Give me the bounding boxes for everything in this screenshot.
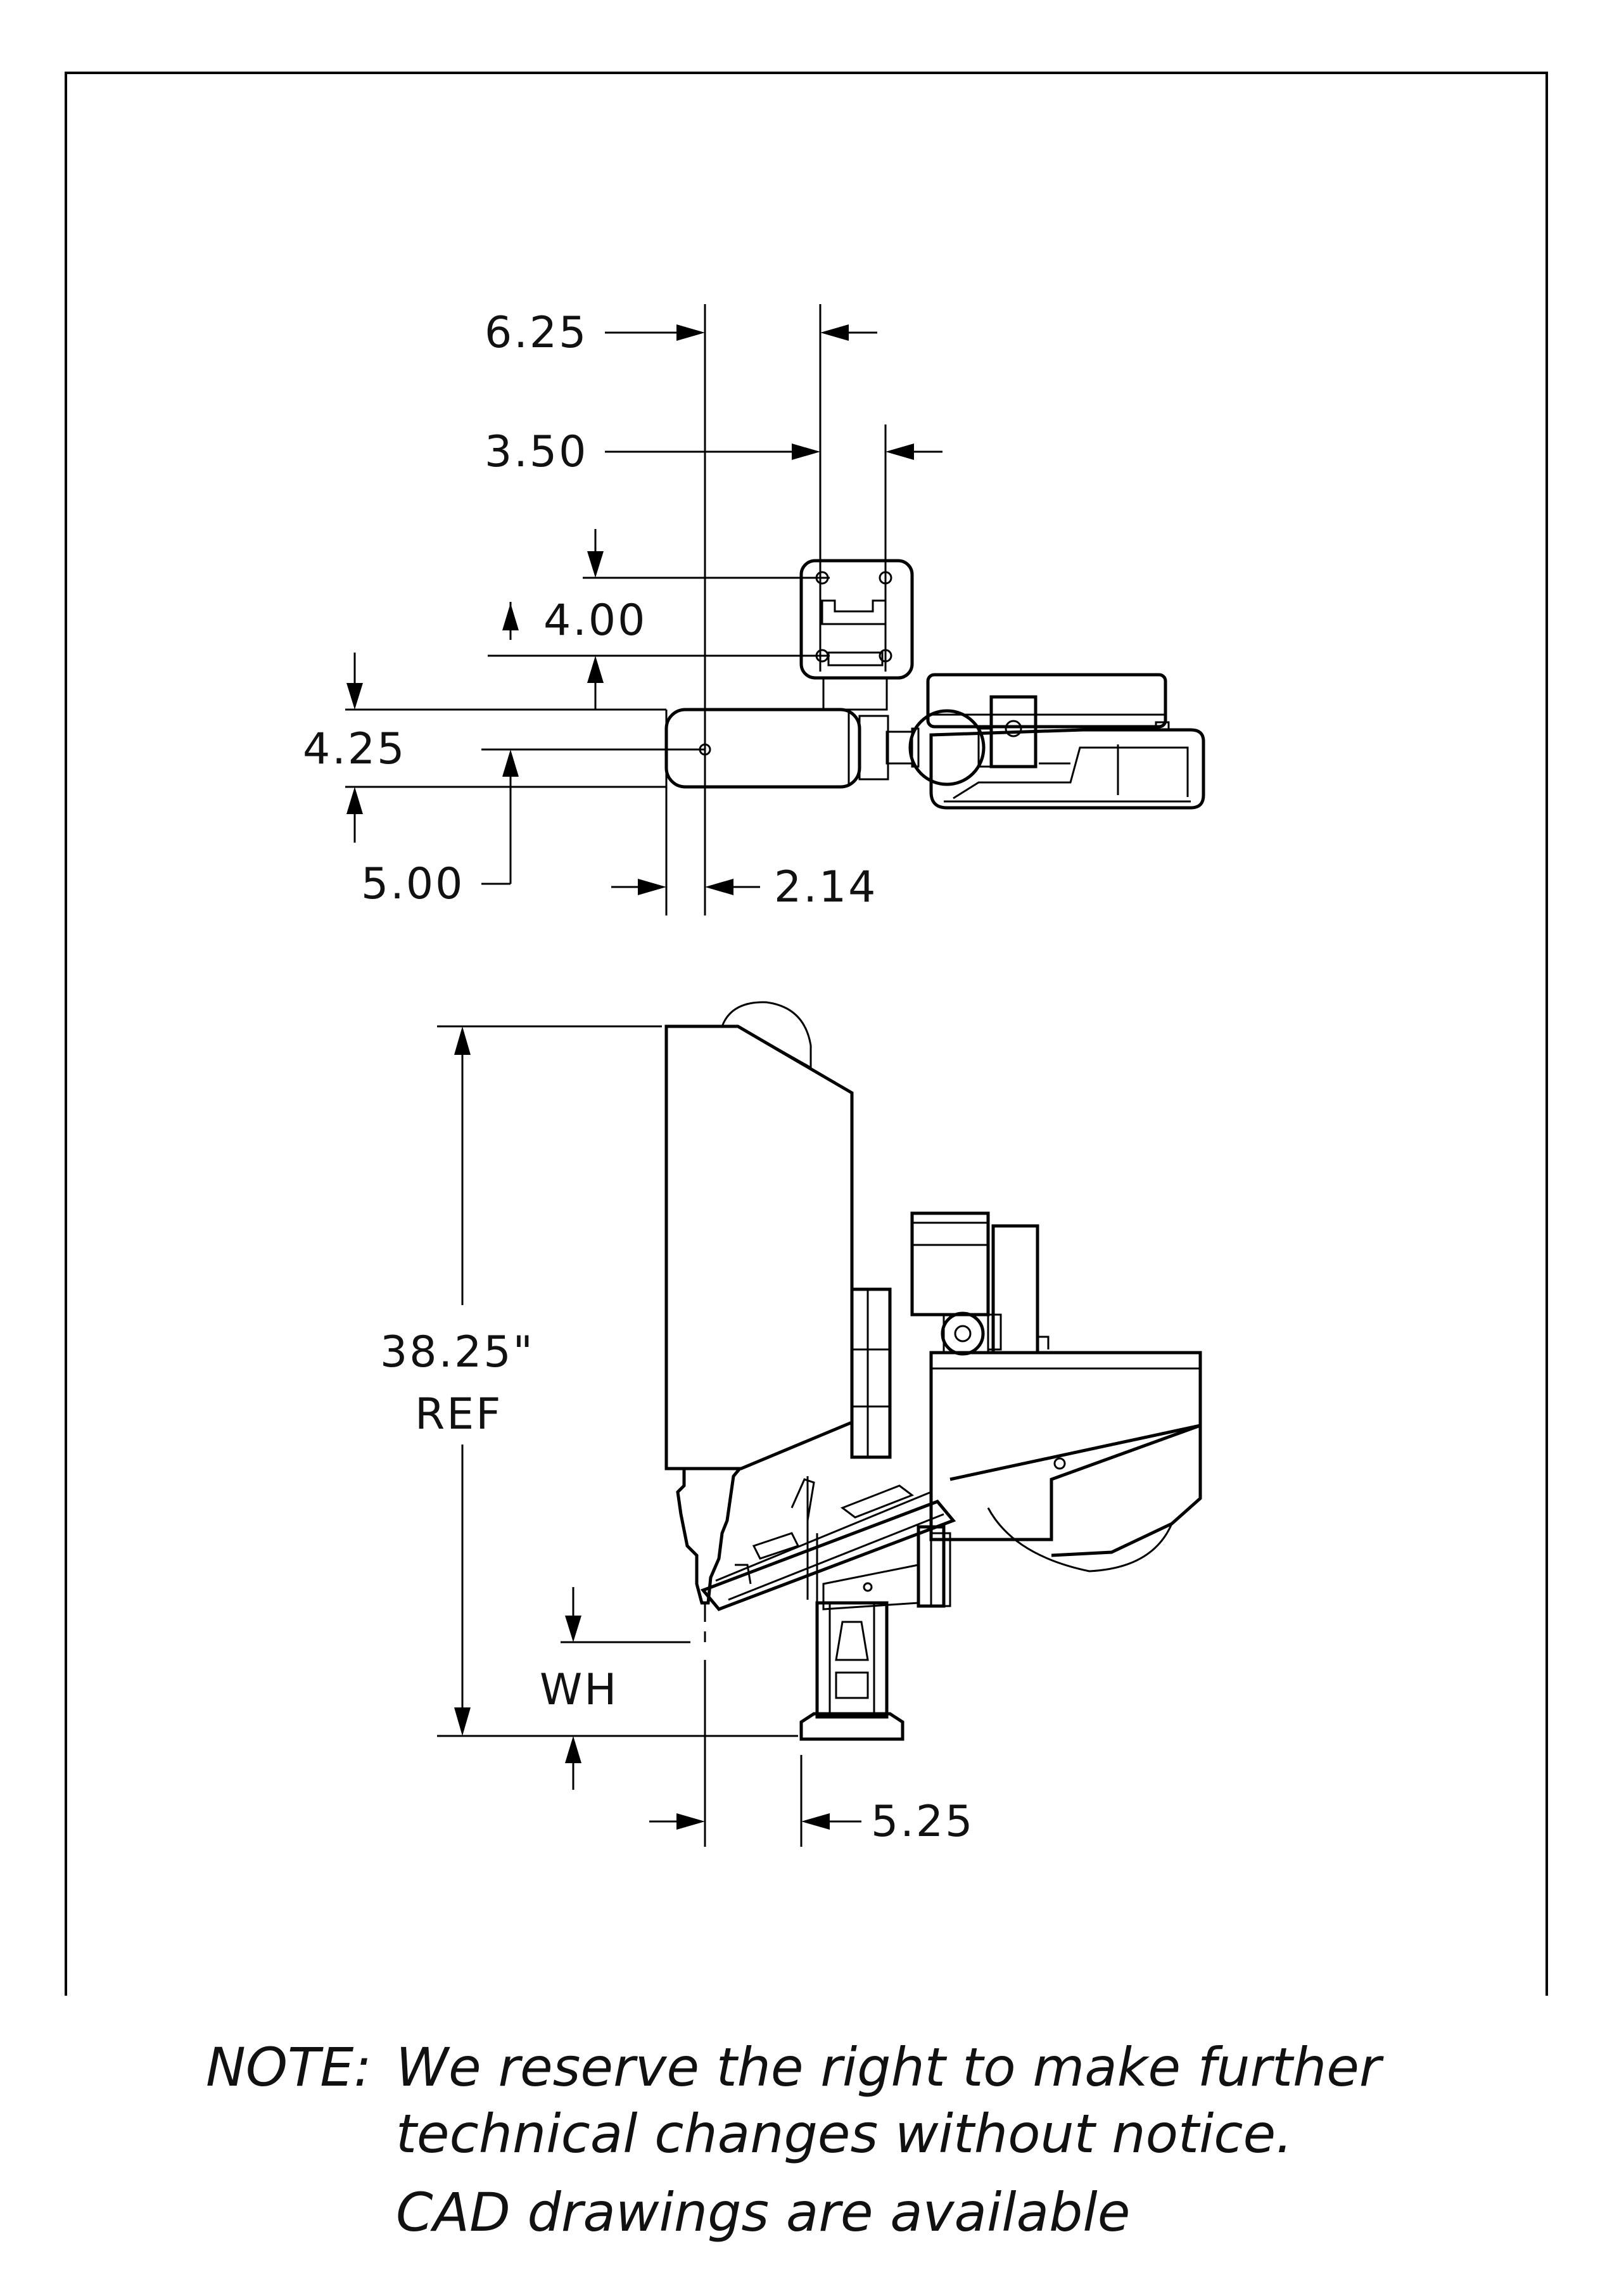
side-view xyxy=(437,1001,1202,1847)
dim-6-25: 6.25 xyxy=(485,308,588,358)
dim-5-00: 5.00 xyxy=(361,859,464,909)
dim-wh: WH xyxy=(540,1665,618,1715)
dim-2-14: 2.14 xyxy=(774,862,877,912)
dim-4-00: 4.00 xyxy=(543,596,647,646)
top-view xyxy=(345,304,1205,915)
note-line-2: technical changes without notice. xyxy=(396,2102,1293,2165)
note-block: NOTE: We reserve the right to make furth… xyxy=(206,2037,1568,2243)
cad-drawing: 6.25 3.50 4.00 4.25 5.00 2.14 38.25" REF… xyxy=(65,72,1548,1996)
dim-ref: REF xyxy=(415,1389,502,1439)
note-line-3: CAD drawings are available xyxy=(396,2181,1131,2244)
note-label: NOTE: xyxy=(206,2036,372,2098)
note-line-1: We reserve the right to make further xyxy=(396,2036,1381,2098)
drawing-frame xyxy=(65,72,1548,1996)
dim-3-50: 3.50 xyxy=(485,427,588,477)
dim-5-25: 5.25 xyxy=(871,1797,974,1847)
dim-4-25: 4.25 xyxy=(303,724,406,774)
dim-38-25: 38.25" xyxy=(380,1327,535,1377)
